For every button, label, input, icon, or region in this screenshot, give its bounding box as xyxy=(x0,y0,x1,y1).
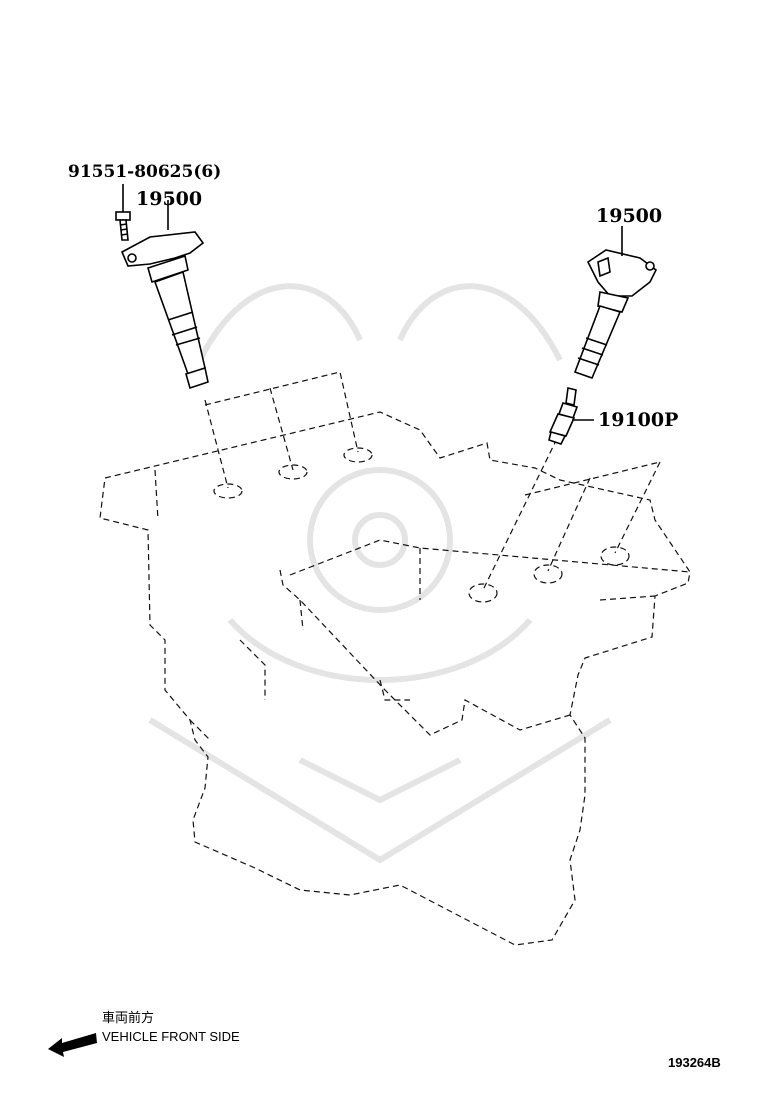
vehicle-front-indicator: 車両前方 VEHICLE FRONT SIDE xyxy=(48,1010,240,1057)
watermark-logo xyxy=(148,283,612,864)
alignment-lines xyxy=(204,371,661,591)
engine-block-outline xyxy=(99,411,691,946)
front-label-english: VEHICLE FRONT SIDE xyxy=(102,1029,240,1044)
callout-bolt: 91551-80625(6) xyxy=(68,162,221,182)
front-label-japanese: 車両前方 xyxy=(102,1010,154,1025)
callout-coil-right: 19500 xyxy=(596,205,662,227)
front-arrow-icon xyxy=(48,1033,97,1057)
ignition-coil-left xyxy=(120,200,209,390)
spark-plug-part xyxy=(548,387,594,445)
bolt-part xyxy=(115,184,131,241)
ignition-coil-right xyxy=(573,226,658,380)
figure-code: 193264B xyxy=(668,1055,721,1070)
callout-spark-plug: 19100P xyxy=(598,409,678,431)
callout-coil-left: 19500 xyxy=(136,188,202,210)
